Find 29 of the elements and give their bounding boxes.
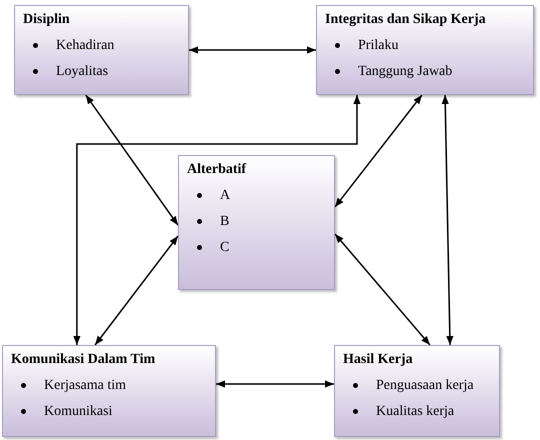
- double-arrow: [216, 380, 334, 388]
- box-heading: Hasil Kerja: [343, 351, 414, 369]
- box-heading: Komunikasi Dalam Tim: [11, 351, 156, 369]
- bullet-item: Prilaku: [325, 36, 525, 56]
- bullet-item: Kerjasama tim: [11, 376, 207, 396]
- list-box: [178, 155, 335, 290]
- box-heading: Integritas dan Sikap Kerja: [325, 11, 487, 29]
- double-arrow: [94, 236, 179, 346]
- double-arrow: [189, 46, 316, 54]
- list-box: [334, 345, 500, 437]
- double-arrow: [334, 94, 423, 208]
- box-heading: Alterbatif: [187, 161, 248, 179]
- double-arrow: [85, 94, 179, 226]
- double-arrow: [334, 233, 431, 346]
- bullet-item: A: [187, 186, 326, 206]
- list-box: [14, 5, 189, 95]
- bullet-item: Kehadiran: [23, 36, 180, 56]
- list-box: [316, 5, 534, 95]
- bullet-item: B: [187, 212, 326, 232]
- bullet-item: C: [187, 238, 326, 258]
- list-box: [2, 345, 216, 437]
- bullet-item: Kualitas kerja: [343, 402, 491, 422]
- bullet-item: Komunikasi: [11, 402, 207, 422]
- bullet-item: Loyalitas: [23, 62, 180, 82]
- double-arrow: [442, 94, 454, 346]
- bullet-item: Tanggung Jawab: [325, 62, 525, 82]
- box-heading: Disiplin: [23, 11, 71, 29]
- bullet-item: Penguasaan kerja: [343, 376, 491, 396]
- double-arrow: [73, 95, 361, 345]
